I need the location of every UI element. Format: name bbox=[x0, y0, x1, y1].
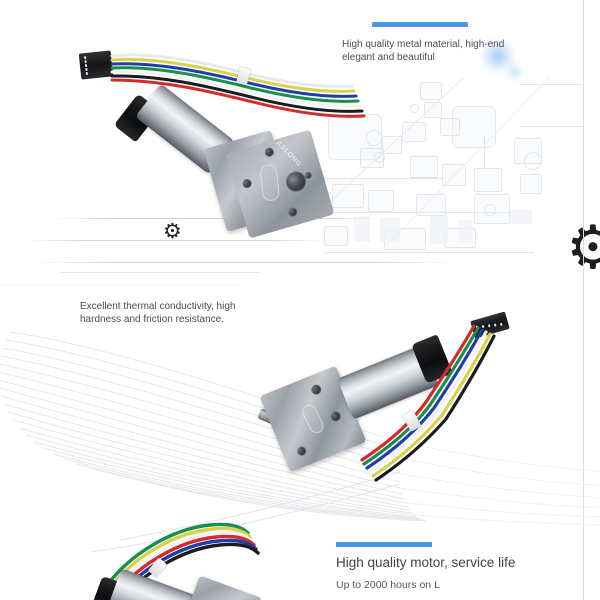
decor-vertical-line bbox=[583, 292, 584, 600]
gearbox-bolt bbox=[263, 146, 275, 158]
gearbox-bolt bbox=[241, 177, 253, 190]
wire-harness bbox=[110, 522, 260, 600]
gearbox-bolt bbox=[287, 206, 299, 218]
caption-bottom-heading: High quality motor, service life bbox=[336, 555, 516, 570]
wire-harness bbox=[360, 324, 496, 482]
decor-rule bbox=[60, 272, 260, 273]
decor-rule bbox=[34, 262, 454, 263]
swoosh-decor bbox=[0, 322, 600, 562]
decor-rule bbox=[52, 218, 382, 219]
decor-rule bbox=[26, 240, 326, 241]
section-bottom: Excellent thermal conductivity, high har… bbox=[0, 292, 600, 600]
product-photo-middle bbox=[250, 311, 550, 512]
caption-middle: Excellent thermal conductivity, high har… bbox=[80, 301, 236, 326]
accent-bar-bottom bbox=[336, 542, 432, 547]
gearbox-slot bbox=[259, 163, 281, 202]
accent-bar-top bbox=[372, 22, 468, 27]
blueprint-artwork bbox=[324, 78, 584, 278]
caption-bottom-subtext: Up to 2000 hours on L bbox=[336, 579, 440, 591]
product-photo-top: ASLONG bbox=[0, 0, 400, 280]
section-top: ⚙ ⚙ bbox=[0, 0, 600, 292]
decor-vertical-line bbox=[583, 0, 584, 292]
bokeh-decor bbox=[505, 62, 525, 82]
bokeh-decor bbox=[480, 38, 516, 74]
product-photo-bottom bbox=[60, 507, 300, 600]
decor-rule bbox=[0, 284, 240, 285]
caption-top: High quality metal material, high-end el… bbox=[342, 39, 505, 64]
brand-mark: ASLONG bbox=[274, 139, 303, 169]
